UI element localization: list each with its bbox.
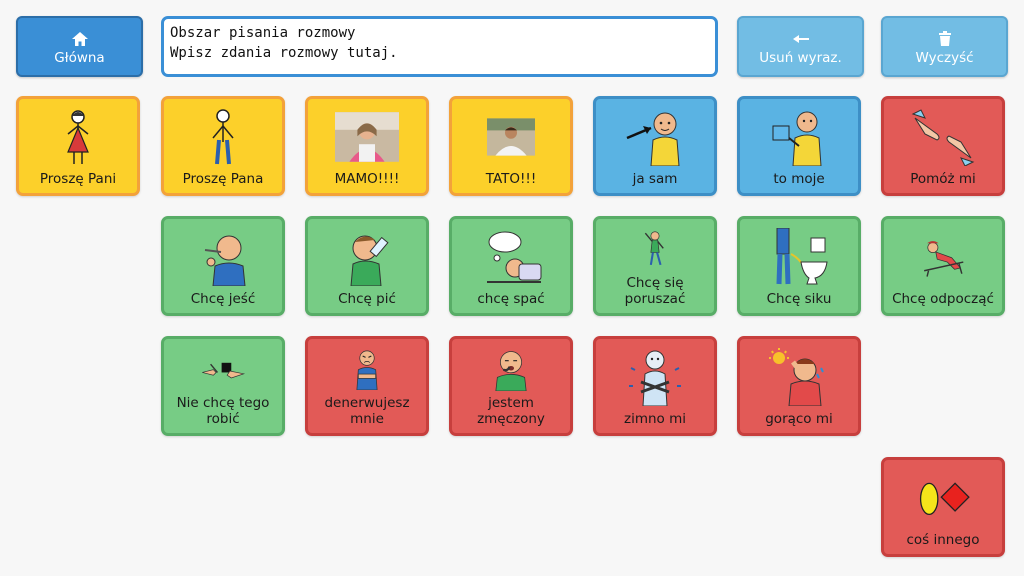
- tile-label: Chcę pić: [338, 291, 396, 307]
- tile-label: Chcę się poruszać: [624, 275, 686, 307]
- tile-pomoz-mi[interactable]: Pomóż mi: [881, 96, 1005, 196]
- home-icon: [71, 28, 89, 50]
- me-icon: [596, 99, 714, 171]
- home-label: Główna: [54, 49, 105, 66]
- trash-icon: [938, 28, 952, 50]
- tile-label: jestem zmęczony: [477, 395, 545, 427]
- tile-goraco[interactable]: gorąco mi: [737, 336, 861, 436]
- refuse-icon: [164, 339, 282, 395]
- man-icon: [164, 99, 282, 171]
- delete-word-button[interactable]: Usuń wyraz.: [737, 16, 864, 77]
- shapes-icon: [884, 460, 1002, 532]
- tired-icon: [452, 339, 570, 395]
- tile-label: denerwujesz mnie: [324, 395, 410, 427]
- tile-label: ja sam: [632, 171, 678, 187]
- tile-chce-sie-ruszac[interactable]: Chcę się poruszać: [593, 216, 717, 316]
- tile-label: zimno mi: [624, 411, 686, 427]
- tile-cos-innego[interactable]: coś innego: [881, 457, 1005, 557]
- tile-ja-sam[interactable]: ja sam: [593, 96, 717, 196]
- tile-zimno[interactable]: zimno mi: [593, 336, 717, 436]
- message-input[interactable]: Obszar pisania rozmowy Wpisz zdania rozm…: [161, 16, 718, 77]
- tile-label: TATO!!!: [485, 171, 537, 187]
- tile-label: Chcę jeść: [190, 291, 256, 307]
- tile-label: coś innego: [906, 532, 980, 548]
- sleep-icon: [452, 219, 570, 291]
- tile-label: Proszę Pani: [39, 171, 117, 187]
- home-button[interactable]: Główna: [16, 16, 143, 77]
- tile-mamo[interactable]: MAMO!!!!: [305, 96, 429, 196]
- help-hands-icon: [884, 99, 1002, 171]
- tile-label: Pomóż mi: [910, 171, 976, 187]
- backspace-icon: [791, 28, 811, 50]
- tile-label: Proszę Pana: [182, 171, 264, 187]
- tile-chce-siku[interactable]: Chcę siku: [737, 216, 861, 316]
- woman-icon: [19, 99, 137, 171]
- tile-label: Chcę odpocząć: [892, 291, 994, 307]
- tile-label: gorąco mi: [765, 411, 833, 427]
- tile-chce-spac[interactable]: chcę spać: [449, 216, 573, 316]
- tile-tato[interactable]: TATO!!!: [449, 96, 573, 196]
- tile-label: Nie chcę tego robić: [176, 395, 270, 427]
- tile-label: Chcę siku: [766, 291, 832, 307]
- tile-label: to moje: [773, 171, 825, 187]
- tile-label: chcę spać: [477, 291, 545, 307]
- eat-icon: [164, 219, 282, 291]
- message-line-2: Wpisz zdania rozmowy tutaj.: [170, 45, 398, 61]
- tile-to-moje[interactable]: to moje: [737, 96, 861, 196]
- cold-icon: [596, 339, 714, 411]
- tile-chce-pic[interactable]: Chcę pić: [305, 216, 429, 316]
- hot-icon: [740, 339, 858, 411]
- tile-prosze-pana[interactable]: Proszę Pana: [161, 96, 285, 196]
- drink-icon: [308, 219, 426, 291]
- clear-label: Wyczyść: [915, 49, 974, 66]
- angry-icon: [308, 339, 426, 395]
- move-icon: [596, 219, 714, 275]
- tile-nie-chce[interactable]: Nie chcę tego robić: [161, 336, 285, 436]
- delete-word-label: Usuń wyraz.: [759, 49, 842, 66]
- tile-label: MAMO!!!!: [334, 171, 400, 187]
- message-line-1: Obszar pisania rozmowy: [170, 25, 356, 41]
- mine-icon: [740, 99, 858, 171]
- tile-zmeczony[interactable]: jestem zmęczony: [449, 336, 573, 436]
- tile-denerwujesz[interactable]: denerwujesz mnie: [305, 336, 429, 436]
- toilet-icon: [740, 219, 858, 291]
- tile-prosze-pani[interactable]: Proszę Pani: [16, 96, 140, 196]
- rest-icon: [884, 219, 1002, 291]
- mom-photo: [308, 99, 426, 171]
- tile-chce-jesc[interactable]: Chcę jeść: [161, 216, 285, 316]
- clear-button[interactable]: Wyczyść: [881, 16, 1008, 77]
- tile-chce-odpoczac[interactable]: Chcę odpocząć: [881, 216, 1005, 316]
- dad-photo: [452, 99, 570, 171]
